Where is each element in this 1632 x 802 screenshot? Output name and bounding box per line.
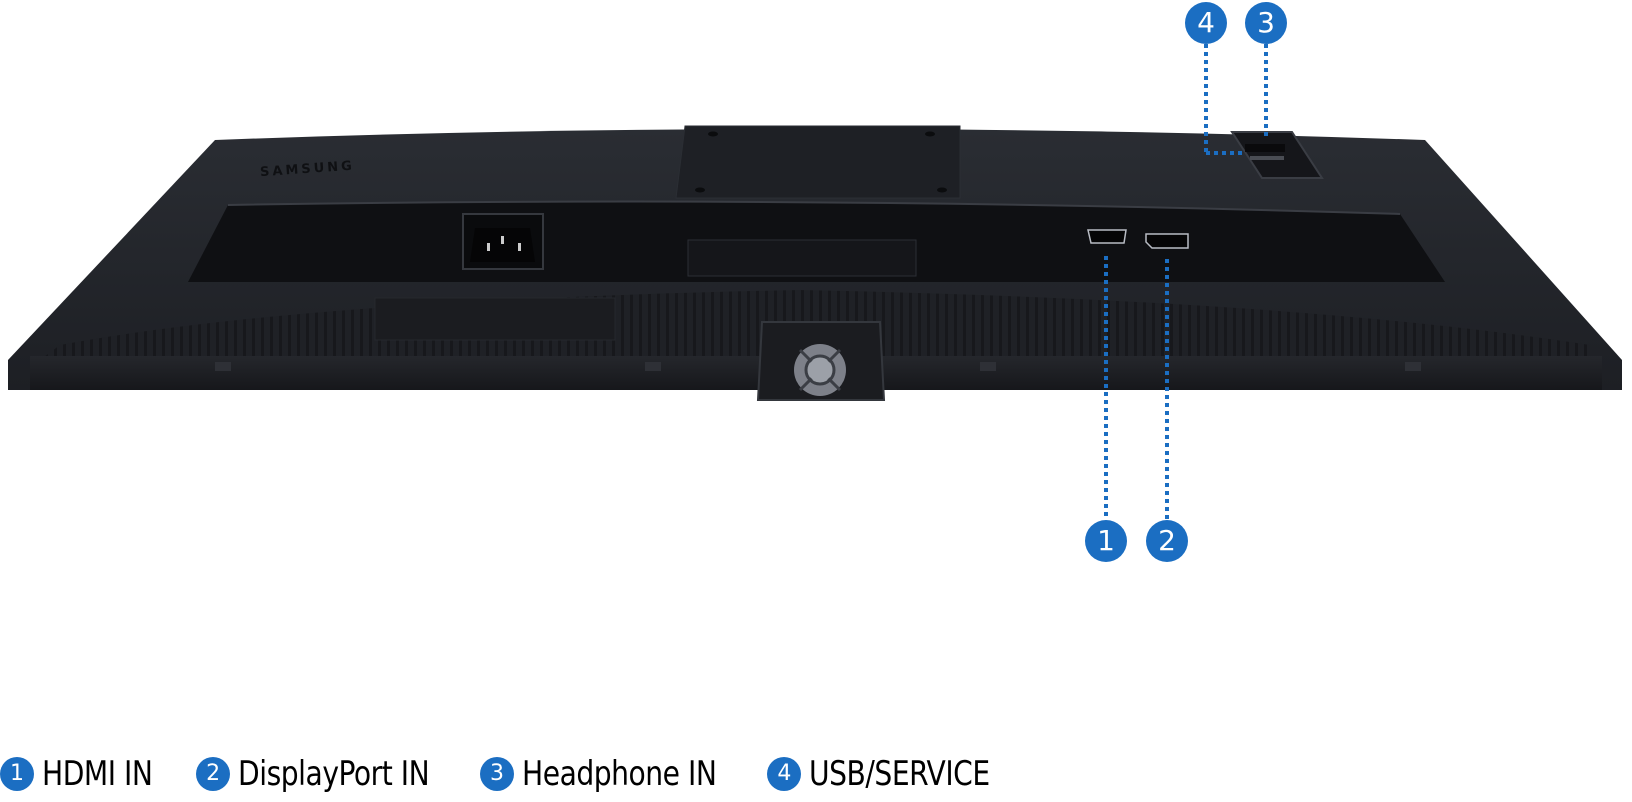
legend-label: Headphone IN xyxy=(521,754,717,794)
samsung-logo: SAMSUNG xyxy=(260,159,356,181)
vesa-mount-plate xyxy=(675,125,961,199)
hdmi-port xyxy=(1087,229,1127,244)
port-legend: 1 HDMI IN 2 DisplayPort IN 3 Headphone I… xyxy=(0,752,1040,796)
rating-label xyxy=(374,297,616,341)
legend-item-displayport: 2 DisplayPort IN xyxy=(196,754,446,794)
legend-label: DisplayPort IN xyxy=(238,754,430,794)
legend-item-usb-service: 4 USB/SERVICE xyxy=(767,754,1005,794)
callout-badge-2: 2 xyxy=(1146,520,1188,562)
stand-bracket xyxy=(687,239,917,277)
legend-label: USB/SERVICE xyxy=(809,754,990,794)
legend-badge: 2 xyxy=(196,757,231,791)
callout-badge-3: 3 xyxy=(1245,2,1287,44)
usb-headphone-hatch xyxy=(1230,131,1324,179)
callout-badge-1: 1 xyxy=(1085,520,1127,562)
legend-item-headphone: 3 Headphone IN xyxy=(479,754,733,794)
legend-badge: 4 xyxy=(767,757,802,791)
legend-label: HDMI IN xyxy=(42,754,153,794)
legend-badge: 3 xyxy=(479,757,514,791)
displayport-port xyxy=(1145,233,1189,249)
callout-leader-lines xyxy=(1104,44,1268,520)
callout-badge-4: 4 xyxy=(1185,2,1227,44)
legend-badge: 1 xyxy=(0,757,34,791)
legend-item-hdmi: 1 HDMI IN xyxy=(0,754,162,794)
